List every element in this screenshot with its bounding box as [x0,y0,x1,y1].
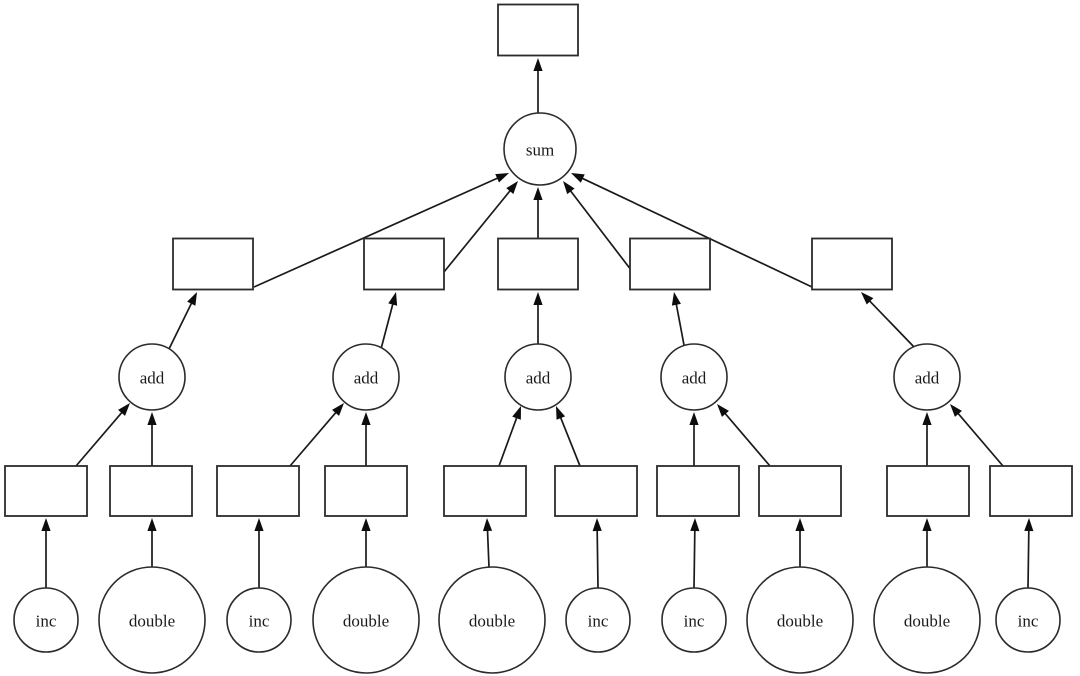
val-7-rect[interactable] [656,465,740,517]
node-mid-3[interactable] [497,237,579,291]
op-add-3-circle[interactable] [504,343,572,411]
val-5-rect[interactable] [443,465,527,517]
edge-src-1-to-val-1 [41,518,51,588]
mid-2-rect[interactable] [363,237,445,291]
val-9-rect[interactable] [886,465,970,517]
op-add-2-circle[interactable] [332,343,400,411]
node-val-2[interactable] [109,465,193,517]
edge-val-5-to-op-add-3 [498,406,521,467]
val-1-rect[interactable] [4,465,88,517]
src-1-circle[interactable] [13,587,79,653]
node-mid-5[interactable] [811,237,893,291]
node-src-7[interactable]: inc [661,587,727,653]
src-9-circle[interactable] [873,566,981,674]
val-3-rect[interactable] [216,465,300,517]
src-10-circle[interactable] [995,587,1061,653]
node-src-9[interactable]: double [873,566,981,674]
edge-mid-2-to-op-sum [434,181,518,284]
node-src-6[interactable]: inc [565,587,631,653]
edge-mid-3-to-op-sum [533,187,543,239]
edge-src-10-to-val-10 [1024,518,1034,589]
node-src-5[interactable]: double [438,566,546,674]
edge-op-add-5-to-mid-5 [861,292,916,349]
node-op-add-3[interactable]: add [504,343,572,411]
src-7-circle[interactable] [661,587,727,653]
node-val-3[interactable] [216,465,300,517]
op-add-4-circle[interactable] [660,343,728,411]
node-mid-4[interactable] [629,237,711,291]
edge-src-2-to-val-2 [147,518,157,567]
node-val-7[interactable] [656,465,740,517]
mid-5-rect[interactable] [811,237,893,291]
edge-op-add-3-to-mid-3 [533,292,543,344]
node-src-1[interactable]: inc [13,587,79,653]
op-sum-circle[interactable] [503,112,577,186]
val-6-rect[interactable] [554,465,638,517]
node-out-top[interactable] [497,3,579,57]
edge-op-sum-to-out-top [533,58,543,113]
edge-src-3-to-val-3 [254,518,264,588]
node-val-9[interactable] [886,465,970,517]
node-src-4[interactable]: double [312,566,420,674]
src-4-circle[interactable] [312,566,420,674]
val-2-rect[interactable] [109,465,193,517]
edge-val-1-to-op-add-1 [75,403,130,467]
node-val-5[interactable] [443,465,527,517]
node-op-add-4[interactable]: add [660,343,728,411]
node-val-4[interactable] [324,465,408,517]
node-src-8[interactable]: double [746,566,854,674]
node-op-sum[interactable]: sum [503,112,577,186]
edge-val-3-to-op-add-2 [289,403,344,467]
src-6-circle[interactable] [565,587,631,653]
node-val-1[interactable] [4,465,88,517]
val-8-rect[interactable] [758,465,842,517]
edge-src-8-to-val-8 [795,518,805,567]
edge-src-5-to-val-5 [482,518,493,568]
edge-val-9-to-op-add-5 [922,412,932,466]
mid-1-rect[interactable] [172,237,254,291]
edge-mid-1-to-op-sum [253,173,509,288]
src-3-circle[interactable] [226,587,292,653]
edge-val-7-to-op-add-4 [689,412,699,466]
node-mid-2[interactable] [363,237,445,291]
edge-val-2-to-op-add-1 [147,412,157,466]
node-val-8[interactable] [758,465,842,517]
edge-src-7-to-val-7 [690,518,700,589]
node-mid-1[interactable] [172,237,254,291]
edge-op-add-2-to-mid-2 [380,292,398,350]
node-src-10[interactable]: inc [995,587,1061,653]
edge-op-add-1-to-mid-1 [168,292,197,350]
node-src-3[interactable]: inc [226,587,292,653]
node-op-add-1[interactable]: add [118,343,186,411]
edge-src-9-to-val-9 [922,518,932,567]
edge-val-8-to-op-add-4 [717,404,771,467]
val-4-rect[interactable] [324,465,408,517]
edge-src-6-to-val-6 [592,518,602,589]
out-top-rect[interactable] [497,3,579,57]
edge-val-4-to-op-add-2 [361,412,371,466]
edge-layer [41,58,1034,589]
node-op-add-2[interactable]: add [332,343,400,411]
edge-val-10-to-op-add-5 [950,404,1004,467]
src-5-circle[interactable] [438,566,546,674]
edge-op-add-4-to-mid-4 [671,292,685,346]
edge-val-6-to-op-add-3 [556,406,581,467]
src-2-circle[interactable] [98,566,206,674]
mid-4-rect[interactable] [629,237,711,291]
edge-mid-5-to-op-sum [571,173,813,288]
node-op-add-5[interactable]: add [893,343,961,411]
val-10-rect[interactable] [989,465,1073,517]
op-add-5-circle[interactable] [893,343,961,411]
node-val-10[interactable] [989,465,1073,517]
mid-3-rect[interactable] [497,237,579,291]
edge-src-4-to-val-4 [361,518,371,567]
op-add-1-circle[interactable] [118,343,186,411]
src-8-circle[interactable] [746,566,854,674]
node-val-6[interactable] [554,465,638,517]
node-src-2[interactable]: double [98,566,206,674]
